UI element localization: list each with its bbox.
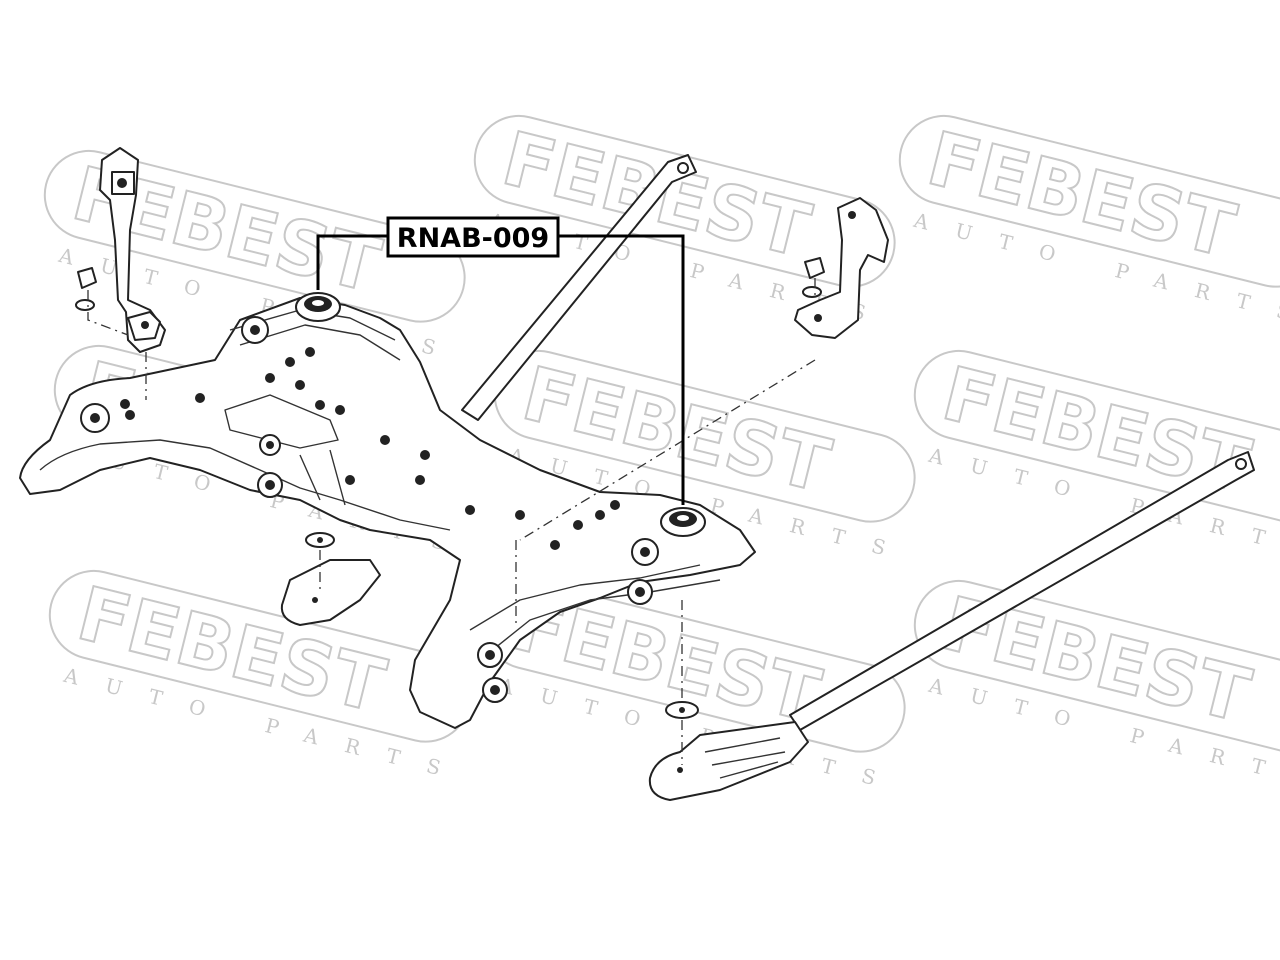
frame-hole	[285, 357, 295, 367]
frame-hole	[125, 410, 135, 420]
frame-hole	[420, 450, 430, 460]
frame-hole	[380, 435, 390, 445]
subframe-body	[19, 297, 756, 729]
part-callout: RNAB-009	[316, 216, 685, 505]
frame-hole	[345, 475, 355, 485]
frame-hole	[305, 347, 315, 357]
frame-hole	[573, 520, 583, 530]
bushing-rear	[295, 292, 341, 322]
frame-hole	[595, 510, 605, 520]
part-label-box	[386, 216, 560, 258]
right-brace-bar	[648, 451, 1255, 801]
frame-hole	[335, 405, 345, 415]
frame-hole	[295, 380, 305, 390]
frame-hole	[610, 500, 620, 510]
frame-hole	[550, 540, 560, 550]
part-number-label: RNAB-009	[397, 223, 549, 254]
left-mount-bracket	[75, 147, 166, 400]
right-mount-bracket	[519, 197, 889, 541]
frame-hole	[465, 505, 475, 515]
rear-brace-bar	[461, 154, 697, 421]
frame-hole	[415, 475, 425, 485]
frame-hole	[120, 399, 130, 409]
bushing-front	[660, 507, 706, 537]
frame-hole	[265, 373, 275, 383]
frame-hole	[515, 510, 525, 520]
lower-washers	[305, 532, 699, 765]
frame-hole	[195, 393, 205, 403]
frame-hole	[315, 400, 325, 410]
